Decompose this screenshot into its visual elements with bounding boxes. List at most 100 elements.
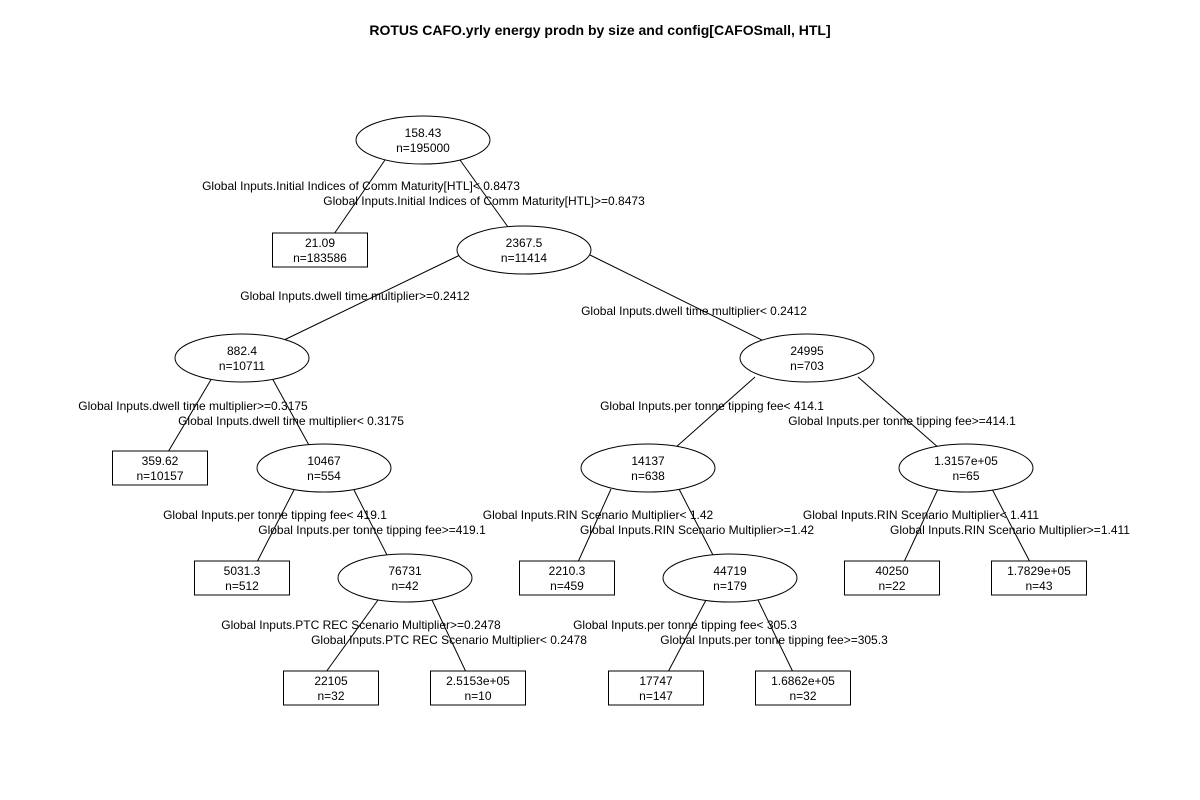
node-value: 24995	[790, 344, 824, 358]
node-count: n=32	[789, 689, 816, 703]
leaf-box	[755, 670, 851, 706]
nodes-layer: 158.43n=195000 21.09n=183586 2367.5n=11414…	[112, 115, 1087, 706]
node-count: n=22	[878, 579, 905, 593]
node-value: 1.7829e+05	[1007, 564, 1071, 578]
node-value: 22105	[314, 674, 348, 688]
split-node-n9: 1.3157e+05n=65	[898, 443, 1034, 493]
edge-n1-n2	[333, 159, 386, 235]
edge-n9-n14	[903, 488, 939, 563]
split-label-n5-n8: Global Inputs.per tonne tipping fee< 414…	[600, 399, 824, 413]
leaf-box	[519, 560, 615, 596]
split-node-n4: 882.4n=10711	[174, 333, 310, 383]
node-count: n=32	[317, 689, 344, 703]
node-value: 1.6862e+05	[771, 674, 835, 688]
split-label-n7-n10: Global Inputs.per tonne tipping fee< 419…	[163, 508, 387, 522]
split-label-n11-n17: Global Inputs.PTC REC Scenario Multiplie…	[311, 633, 587, 647]
edge-n3-n4	[281, 254, 461, 342]
leaf-node-n10: 5031.3n=512	[194, 560, 290, 596]
leaf-box	[844, 560, 940, 596]
leaf-box	[272, 232, 368, 268]
node-value: 10467	[307, 454, 341, 468]
leaf-node-n12: 2210.3n=459	[519, 560, 615, 596]
edge-n4-n6	[167, 377, 213, 453]
split-label-n13-n18: Global Inputs.per tonne tipping fee< 305…	[573, 618, 797, 632]
node-count: n=459	[550, 579, 584, 593]
node-ellipse	[662, 553, 798, 603]
edge-n5-n9	[857, 376, 941, 450]
diagram-title: ROTUS CAFO.yrly energy prodn by size and…	[369, 22, 830, 38]
node-value: 44719	[713, 564, 747, 578]
split-label-n4-n6: Global Inputs.dwell time multiplier>=0.3…	[78, 399, 308, 413]
node-count: n=43	[1025, 579, 1052, 593]
node-value: 76731	[388, 564, 422, 578]
split-label-n3-n5: Global Inputs.dwell time multiplier< 0.2…	[581, 304, 807, 318]
leaf-node-n2: 21.09n=183586	[272, 232, 368, 268]
split-label-n1-n2: Global Inputs.Initial Indices of Comm Ma…	[202, 179, 520, 193]
leaf-box	[112, 450, 208, 486]
node-value: 2.5153e+05	[446, 674, 510, 688]
leaf-box	[283, 670, 379, 706]
node-value: 158.43	[405, 126, 442, 140]
node-value: 2367.5	[506, 236, 543, 250]
edge-n13-n19	[757, 599, 794, 673]
node-ellipse	[456, 225, 592, 275]
node-count: n=10157	[136, 469, 183, 483]
node-count: n=512	[225, 579, 259, 593]
split-node-n3: 2367.5n=11414	[456, 225, 592, 275]
node-value: 40250	[875, 564, 909, 578]
edge-n11-n16	[325, 599, 379, 673]
edge-n5-n8	[674, 376, 756, 449]
leaf-box	[608, 670, 704, 706]
edge-n8-n13	[678, 488, 715, 558]
node-count: n=42	[391, 579, 418, 593]
node-value: 359.62	[142, 454, 179, 468]
split-label-n7-n11: Global Inputs.per tonne tipping fee>=419…	[258, 523, 486, 537]
node-value: 2210.3	[549, 564, 586, 578]
node-count: n=10	[464, 689, 491, 703]
edge-n9-n15	[991, 488, 1031, 563]
split-label-n9-n14: Global Inputs.RIN Scenario Multiplier< 1…	[803, 508, 1040, 522]
edge-n11-n17	[431, 599, 467, 673]
edge-n4-n7	[271, 377, 311, 448]
split-label-n3-n4: Global Inputs.dwell time multiplier>=0.2…	[240, 289, 470, 303]
node-ellipse	[256, 443, 392, 493]
node-count: n=11414	[501, 251, 547, 265]
split-node-n1: 158.43n=195000	[355, 115, 491, 165]
node-count: n=183586	[293, 251, 347, 265]
node-count: n=65	[952, 469, 979, 483]
split-label-n11-n16: Global Inputs.PTC REC Scenario Multiplie…	[221, 618, 501, 632]
node-value: 14137	[631, 454, 665, 468]
node-value: 5031.3	[224, 564, 261, 578]
leaf-node-n17: 2.5153e+05n=10	[430, 670, 526, 706]
edge-n1-n3	[459, 159, 509, 228]
split-label-n5-n9: Global Inputs.per tonne tipping fee>=414…	[788, 414, 1016, 428]
split-label-n8-n13: Global Inputs.RIN Scenario Multiplier>=1…	[580, 523, 814, 537]
node-count: n=179	[713, 579, 747, 593]
split-label-n13-n19: Global Inputs.per tonne tipping fee>=305…	[660, 633, 888, 647]
leaf-node-n15: 1.7829e+05n=43	[991, 560, 1087, 596]
split-labels-layer: Global Inputs.Initial Indices of Comm Ma…	[78, 179, 1130, 647]
node-count: n=554	[307, 469, 341, 483]
edge-n7-n10	[256, 489, 295, 563]
split-label-n9-n15: Global Inputs.RIN Scenario Multiplier>=1…	[890, 523, 1130, 537]
edge-n8-n12	[577, 488, 612, 563]
node-count: n=195000	[396, 141, 450, 155]
node-value: 17747	[639, 674, 673, 688]
node-value: 882.4	[227, 344, 257, 358]
edge-n3-n5	[589, 254, 765, 342]
node-value: 1.3157e+05	[934, 454, 998, 468]
node-count: n=703	[790, 359, 824, 373]
leaf-box	[194, 560, 290, 596]
node-ellipse	[898, 443, 1034, 493]
node-ellipse	[739, 333, 875, 383]
leaf-node-n19: 1.6862e+05n=32	[755, 670, 851, 706]
split-label-n1-n3: Global Inputs.Initial Indices of Comm Ma…	[323, 194, 645, 208]
